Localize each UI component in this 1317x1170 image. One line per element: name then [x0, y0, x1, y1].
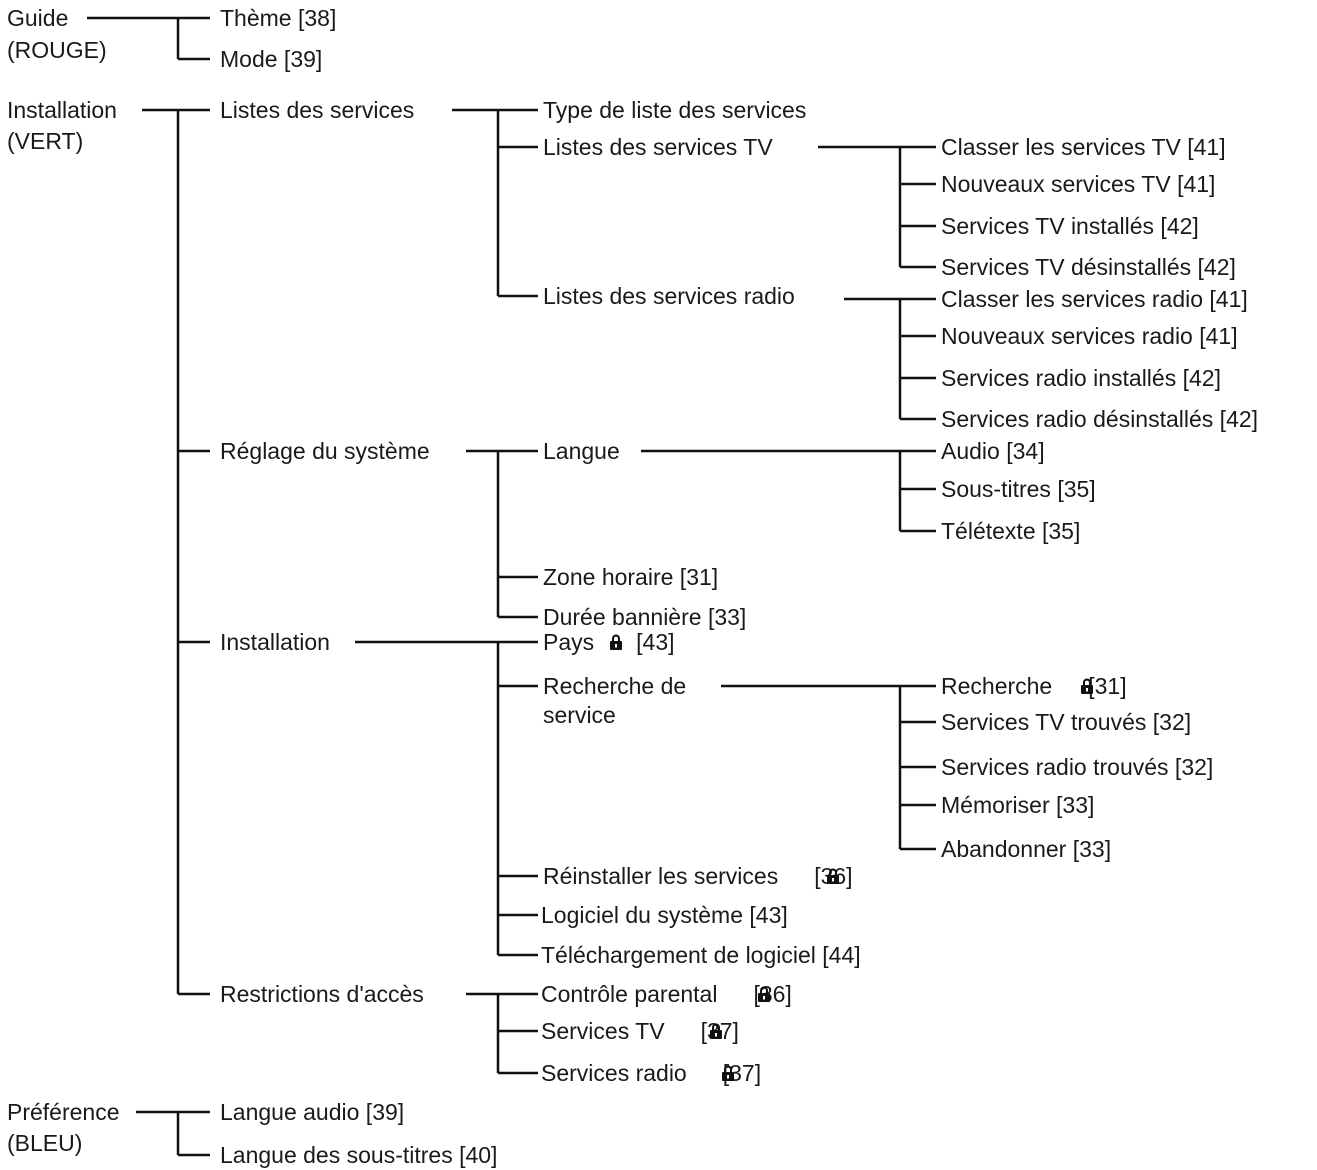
- langue-audio-item: Langue audio [39]: [220, 1099, 404, 1125]
- langue-sous-titres-item: Langue des sous-titres [40]: [220, 1142, 497, 1168]
- listes-des-services-label: Listes des services: [220, 97, 414, 123]
- services-tv-trouves-item: Services TV trouvés [32]: [941, 709, 1191, 735]
- type-de-liste-label: Type de liste des services: [543, 97, 806, 123]
- langue-item-audio: Audio [34]: [941, 438, 1045, 464]
- zone-horaire-item: Zone horaire [31]: [543, 564, 718, 590]
- abandonner-item: Abandonner [33]: [941, 836, 1111, 862]
- tv-item-nouveaux: Nouveaux services TV [41]: [941, 171, 1215, 197]
- tv-item-classer: Classer les services TV [41]: [941, 134, 1226, 160]
- preference-color-key: (BLEU): [7, 1130, 82, 1156]
- services-radio-trouves-item: Services radio trouvés [32]: [941, 754, 1213, 780]
- radio-item-desinstalles: Services radio désinstallés [42]: [941, 406, 1258, 432]
- recherche-text: Recherche: [941, 673, 1052, 699]
- services-tv-restr-item: Services TV[37]: [541, 1018, 739, 1044]
- listes-services-radio-label: Listes des services radio: [543, 283, 795, 309]
- langue-item-teletexte: Télétexte [35]: [941, 518, 1080, 544]
- recherche-de-service-line2: service: [543, 702, 616, 728]
- recherche-item: Recherche [31]: [941, 673, 1127, 699]
- controle-parental-text: Contrôle parental: [541, 981, 717, 1007]
- guide-label: Guide: [7, 5, 68, 31]
- tree-connector-lines: [87, 16, 936, 1157]
- installation-label: Installation: [7, 97, 117, 123]
- pays-item: Pays [43]: [543, 629, 675, 655]
- langue-label: Langue: [543, 438, 620, 464]
- guide-color-key: (ROUGE): [7, 37, 107, 63]
- tv-item-desinstalles: Services TV désinstallés [42]: [941, 254, 1236, 280]
- guide-item-theme: Thème [38]: [220, 5, 336, 31]
- services-radio-restr-item: Services radio[37]: [541, 1060, 761, 1086]
- listes-services-tv-label: Listes des services TV: [543, 134, 773, 160]
- radio-item-installes: Services radio installés [42]: [941, 365, 1221, 391]
- reinstaller-item: Réinstaller les services[36]: [543, 863, 853, 889]
- reinstaller-text: Réinstaller les services: [543, 863, 778, 889]
- recherche-ref: [31]: [1088, 673, 1126, 699]
- recherche-de-service-line1: Recherche de: [543, 673, 686, 699]
- padlock-icon: [610, 634, 622, 650]
- logiciel-item: Logiciel du système [43]: [541, 902, 788, 928]
- preference-label: Préférence: [7, 1099, 120, 1125]
- memoriser-item: Mémoriser [33]: [941, 792, 1094, 818]
- guide-item-mode: Mode [39]: [220, 46, 322, 72]
- reglage-du-systeme-label: Réglage du système: [220, 438, 430, 464]
- pays-text: Pays: [543, 629, 594, 655]
- services-radio-restr-text: Services radio: [541, 1060, 687, 1086]
- installation-sub-label: Installation: [220, 629, 330, 655]
- radio-item-nouveaux: Nouveaux services radio [41]: [941, 323, 1238, 349]
- radio-item-classer: Classer les services radio [41]: [941, 286, 1248, 312]
- restrictions-label: Restrictions d'accès: [220, 981, 424, 1007]
- tv-item-installes: Services TV installés [42]: [941, 213, 1199, 239]
- langue-item-sous-titres: Sous-titres [35]: [941, 476, 1096, 502]
- duree-banniere-item: Durée bannière [33]: [543, 604, 746, 630]
- controle-parental-item: Contrôle parental[36]: [541, 981, 792, 1007]
- installation-color-key: (VERT): [7, 128, 83, 154]
- services-tv-restr-text: Services TV: [541, 1018, 665, 1044]
- telechargement-item: Téléchargement de logiciel [44]: [541, 942, 861, 968]
- pays-ref: [43]: [636, 629, 674, 655]
